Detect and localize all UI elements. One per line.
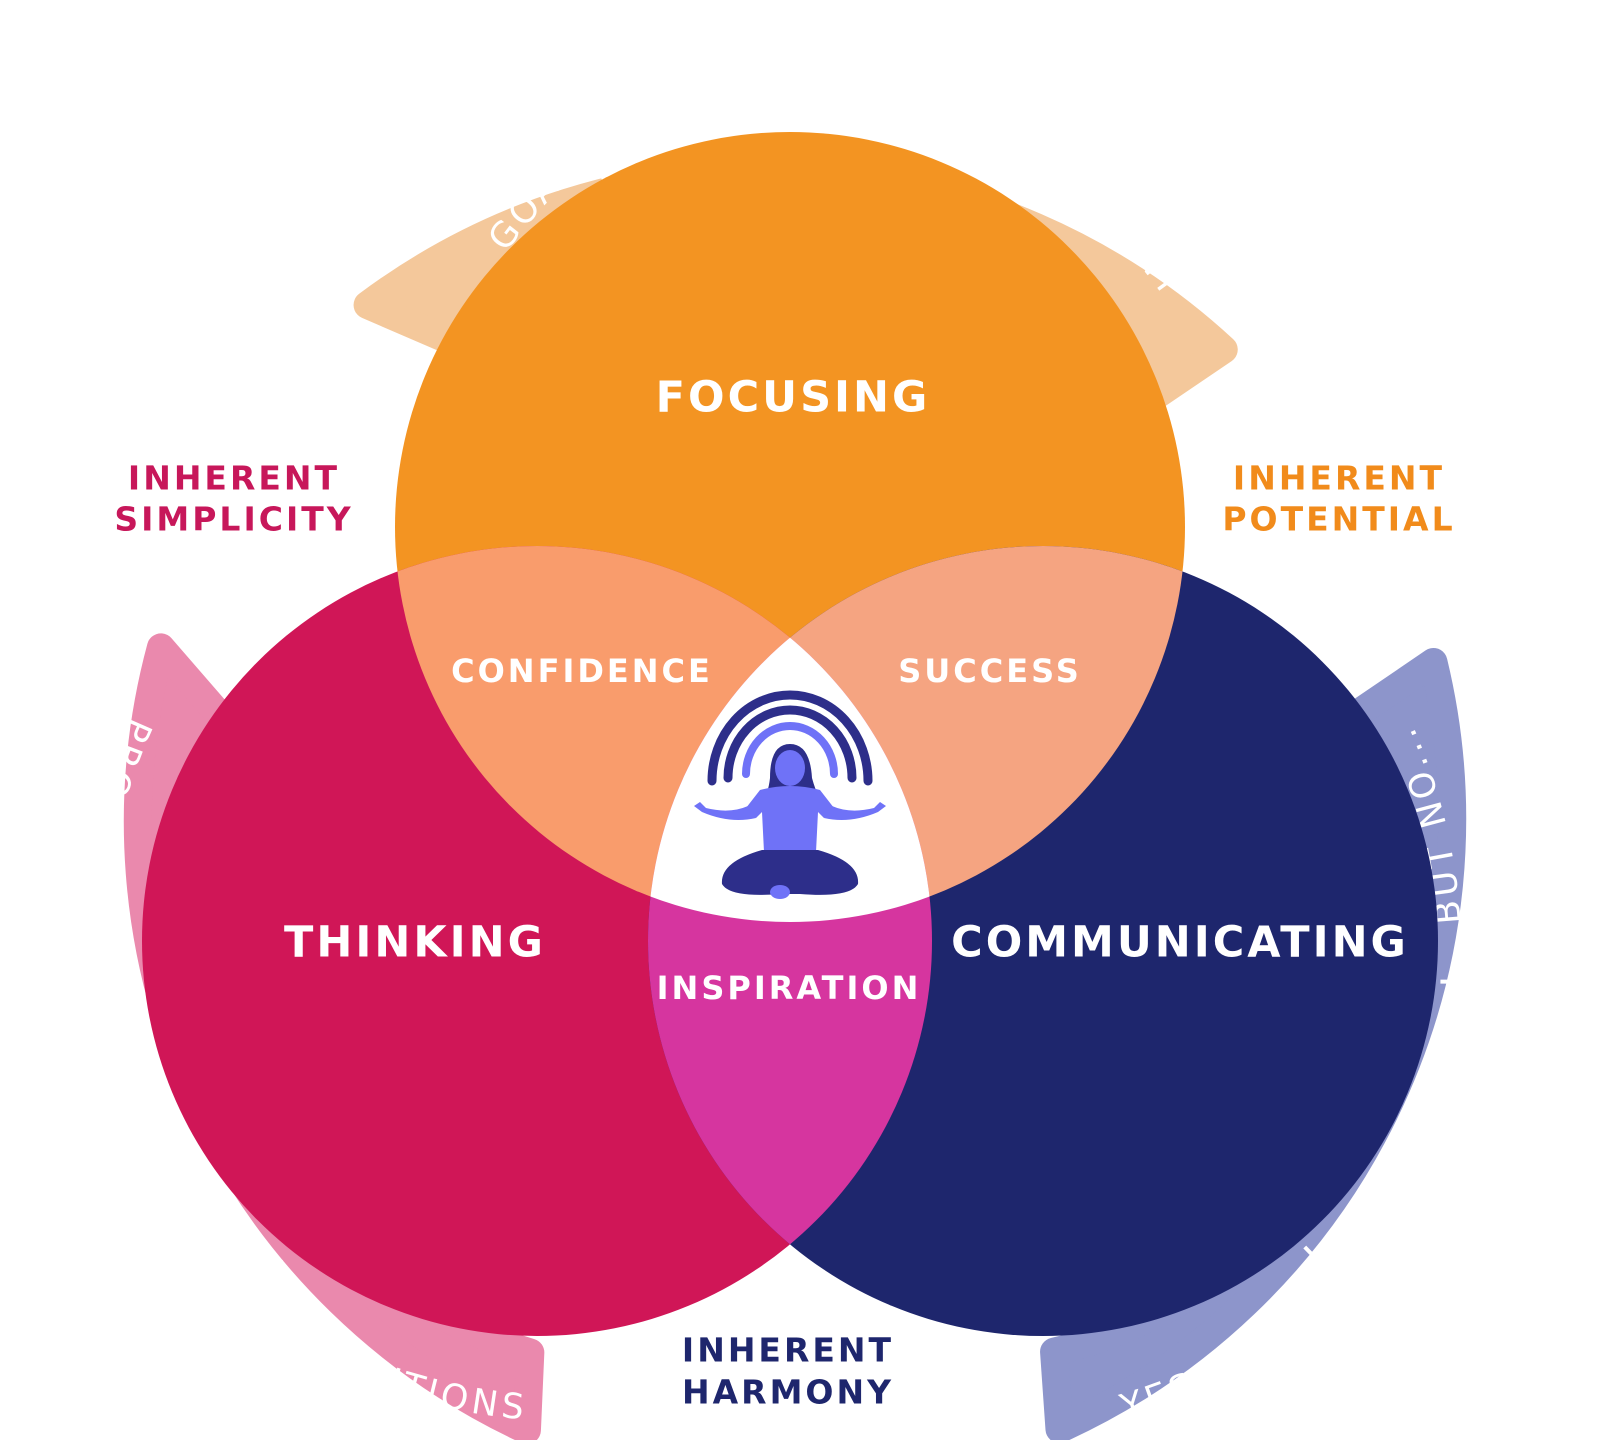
rainbow-middle-arc: [723, 705, 857, 783]
potential-line-2: POTENTIAL: [1222, 500, 1455, 539]
harmony-line-1: INHERENT: [682, 1331, 894, 1370]
band-divider: [1303, 1245, 1384, 1328]
harmony-line-2: HARMONY: [682, 1373, 894, 1412]
thinking-label: THINKING: [284, 918, 546, 968]
simplicity-line-1: INHERENT: [128, 459, 340, 498]
focusing-label: FOCUSING: [656, 373, 931, 423]
band-divider: [906, 38, 944, 146]
person-foot: [770, 885, 790, 899]
inspiration-label: INSPIRATION: [657, 969, 922, 1007]
person-torso: [746, 786, 834, 852]
rainbow-outer-arc: [707, 690, 873, 786]
person-head: [775, 750, 805, 786]
band-label-purpose: PURPOSE: [660, 62, 856, 126]
communicating-label: COMMUNICATING: [951, 918, 1409, 968]
potential-line-1: INHERENT: [1233, 459, 1445, 498]
meditating-person-icon: [694, 690, 886, 899]
person-left-arm: [694, 802, 756, 820]
band-divider: [218, 1258, 284, 1350]
confidence-label: CONFIDENCE: [451, 652, 713, 690]
person-right-arm: [824, 802, 886, 820]
inherent-harmony-label: INHERENT HARMONY: [682, 1331, 894, 1412]
success-label: SUCCESS: [898, 652, 1082, 690]
inherent-simplicity-label: INHERENT SIMPLICITY: [114, 459, 353, 539]
person-legs: [721, 850, 859, 895]
rainbow-inner-arc: [742, 722, 838, 778]
simplicity-line-2: SIMPLICITY: [114, 500, 353, 539]
inherent-potential-label: INHERENT POTENTIAL: [1222, 459, 1455, 539]
